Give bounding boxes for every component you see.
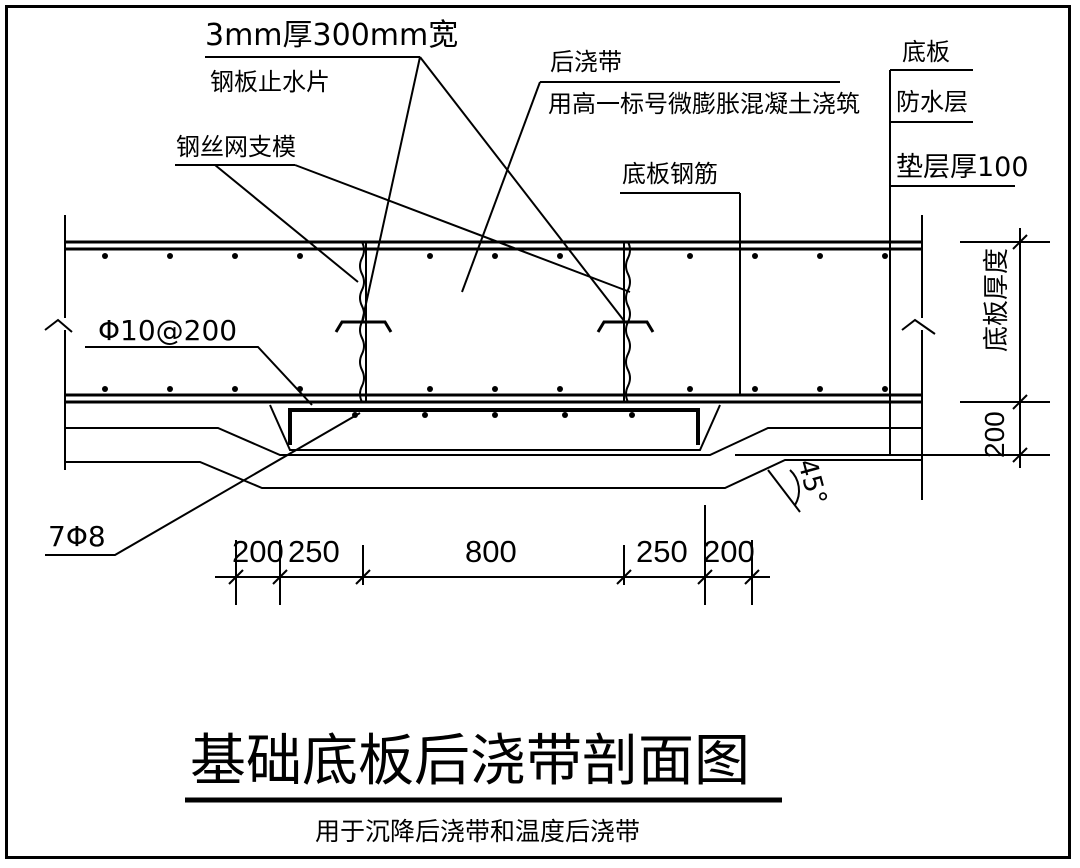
rebar-spec-leader	[85, 346, 313, 406]
dim-800: 800	[465, 534, 517, 569]
base-slab-label: 底板	[902, 38, 950, 66]
right-water-stop	[596, 320, 655, 333]
rebar-spec-label: Φ10@200	[98, 314, 237, 347]
drawing-frame	[5, 5, 1071, 859]
dim-200-right: 200	[703, 534, 755, 569]
post-band-leader	[461, 81, 541, 293]
right-break-mark	[901, 318, 936, 335]
angle-line	[767, 469, 801, 513]
slab-thickness-label: 底板厚度	[982, 248, 1012, 352]
dim-tick-d	[616, 569, 632, 585]
extra-rebar-leader	[45, 412, 361, 556]
dim-200-left: 200	[232, 534, 284, 569]
dim-tick-c	[355, 569, 371, 585]
mesh-leader-left	[214, 164, 359, 283]
dim-tick-f	[744, 569, 760, 585]
mesh-form-label: 钢丝网支模	[176, 133, 296, 161]
post-band-desc-label: 用高一标号微膨胀混凝土浇筑	[548, 90, 860, 118]
dim-tick-2	[1012, 394, 1028, 410]
slab-rebar-label: 底板钢筋	[622, 160, 718, 188]
angle-arc	[789, 469, 800, 506]
stop-water-name-label: 钢板止水片	[210, 68, 330, 96]
extra-rebar-label: 7Φ8	[48, 520, 106, 553]
waterproof-layer-line	[65, 427, 922, 456]
stop-water-size-label: 3mm厚300mm宽	[205, 18, 458, 53]
left-break-mark	[44, 318, 73, 333]
stop-water-leader-left	[361, 56, 421, 323]
dim-tick-b	[272, 569, 288, 585]
cushion-layer-line	[65, 459, 922, 489]
post-band-title-label: 后浇带	[550, 48, 622, 76]
drawing-subtitle: 用于沉降后浇带和温度后浇带	[315, 817, 640, 846]
dim-tick-a	[228, 569, 244, 585]
left-water-stop	[334, 320, 393, 333]
step-recess-line	[269, 404, 721, 451]
dim-tick-3	[1012, 447, 1028, 463]
rebar-dots	[102, 253, 888, 418]
dim-tick-1	[1012, 234, 1028, 250]
drawing-title: 基础底板后浇带剖面图	[190, 729, 750, 794]
dim-250-left: 250	[288, 534, 340, 569]
additional-rebar-bracket	[288, 408, 700, 445]
cushion-label: 垫层厚100	[896, 152, 1029, 183]
waterproof-label: 防水层	[896, 88, 968, 116]
dim-250-right: 250	[636, 534, 688, 569]
right-dimension-label: 200	[979, 411, 1010, 458]
mesh-leader-right	[294, 164, 631, 293]
dim-tick-e	[697, 569, 713, 585]
